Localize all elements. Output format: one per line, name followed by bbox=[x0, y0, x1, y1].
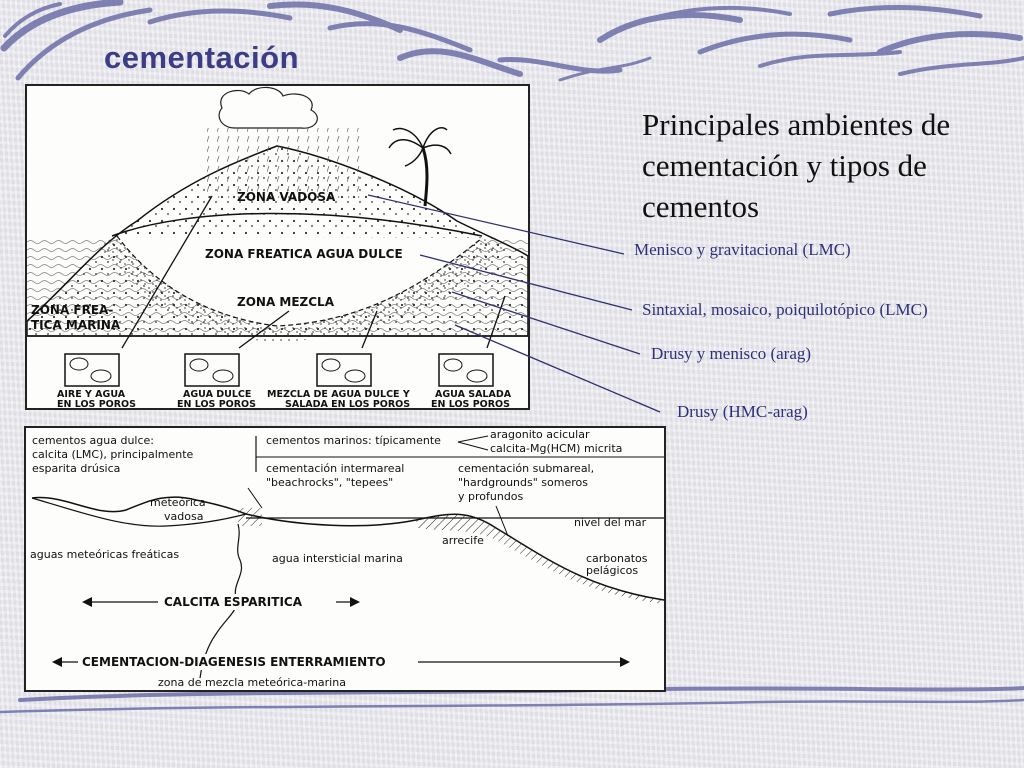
pore-box-3 bbox=[316, 353, 372, 387]
upper-diagram-panel: ZONA VADOSA ZONA FREATICA AGUA DULCE ZON… bbox=[25, 84, 530, 410]
burial-label: CEMENTACION-DIAGENESIS ENTERRAMIENTO bbox=[82, 655, 386, 669]
intertidal-label-2: "beachrocks", "tepees" bbox=[266, 476, 393, 489]
freshwater-cement-desc-2: esparita drúsica bbox=[32, 462, 120, 475]
lower-diagram-panel: cementos agua dulce: calcita (LMC), prin… bbox=[24, 426, 666, 692]
zone-freatica-label: ZONA FREATICA AGUA DULCE bbox=[205, 247, 403, 261]
cloud bbox=[218, 86, 318, 129]
zone-marina-label-1: ZONA FREA- bbox=[31, 303, 113, 317]
subtidal-label-1: cementación submareal, bbox=[458, 462, 594, 475]
marine-cement-label: cementos marinos: típicamente bbox=[266, 434, 441, 447]
island-cross-section-diagram: ZONA VADOSA ZONA FREATICA AGUA DULCE ZON… bbox=[27, 86, 528, 408]
palm-leaves bbox=[388, 127, 452, 167]
sea-level-label: nivel del mar bbox=[574, 516, 647, 529]
zone-mezcla-label: ZONA MEZCLA bbox=[237, 295, 335, 309]
mixing-zone-label: zona de mezcla meteórica-marina bbox=[158, 676, 346, 689]
rain bbox=[207, 128, 367, 198]
subtidal-label-3: y profundos bbox=[458, 490, 524, 503]
pelagic-label-2: pelágicos bbox=[586, 564, 638, 577]
mixing-zone-band bbox=[97, 236, 507, 342]
pore-label-2b: EN LOS POROS bbox=[177, 399, 256, 408]
vadose-boundary bbox=[31, 497, 247, 527]
aragonite-label: aragonito acicular bbox=[490, 428, 590, 441]
diagram-heading: Principales ambientes de cementación y t… bbox=[642, 107, 951, 224]
zone-marina-label-2: TICA MARINA bbox=[31, 318, 121, 332]
callout-menisco-gravitacional: Menisco y gravitacional (LMC) bbox=[634, 240, 851, 259]
freshwater-cement-label: cementos agua dulce: bbox=[32, 434, 154, 447]
pore-label-2a: AGUA DULCE bbox=[183, 389, 251, 400]
vadose-label-2: vadosa bbox=[164, 510, 203, 523]
vadose-label-1: meteórica bbox=[150, 496, 206, 509]
palm-trunk bbox=[421, 147, 429, 207]
phreatic-water-label: aguas meteóricas freáticas bbox=[30, 548, 179, 561]
callout-drusy-menisco: Drusy y menisco (arag) bbox=[651, 344, 812, 363]
callout-sintaxial-mosaico: Sintaxial, mosaico, poiquilotópico (LMC) bbox=[642, 300, 928, 319]
callout-drusy-hmc: Drusy (HMC-arag) bbox=[677, 402, 808, 421]
pore-label-3b: SALADA EN LOS POROS bbox=[285, 399, 410, 408]
zone-vadosa-label: ZONA VADOSA bbox=[237, 190, 336, 204]
pore-box-1 bbox=[64, 353, 120, 387]
pelagic-label-1: carbonatos bbox=[586, 552, 648, 565]
sparite-arrow: CALCITA ESPARITICA bbox=[82, 594, 360, 610]
pore-box-2 bbox=[184, 353, 240, 387]
reef-label: arrecife bbox=[442, 534, 484, 547]
sparite-label: CALCITA ESPARITICA bbox=[164, 595, 303, 609]
reef-slope-hatch bbox=[416, 514, 664, 604]
pore-box-4 bbox=[438, 353, 494, 387]
calcite-mg-label: calcita-Mg(HCM) micrita bbox=[490, 442, 622, 455]
intertidal-label-1: cementación intermareal bbox=[266, 462, 404, 475]
beachrock-hatch bbox=[238, 508, 262, 526]
pore-label-1b: EN LOS POROS bbox=[57, 399, 136, 408]
pore-label-3a: MEZCLA DE AGUA DULCE Y bbox=[267, 389, 410, 400]
subtidal-label-2: "hardgrounds" someros bbox=[458, 476, 588, 489]
pore-label-1a: AIRE Y AGUA bbox=[57, 389, 126, 400]
cementation-environments-profile: cementos agua dulce: calcita (LMC), prin… bbox=[30, 428, 664, 689]
burial-arrow: CEMENTACION-DIAGENESIS ENTERRAMIENTO bbox=[52, 654, 630, 670]
interstitial-water-label: agua intersticial marina bbox=[272, 552, 403, 565]
freshwater-cement-desc-1: calcita (LMC), principalmente bbox=[32, 448, 194, 461]
lower-leaders bbox=[247, 435, 509, 537]
slide-title: cementación bbox=[104, 40, 300, 75]
pore-label-4b: EN LOS POROS bbox=[431, 399, 510, 408]
